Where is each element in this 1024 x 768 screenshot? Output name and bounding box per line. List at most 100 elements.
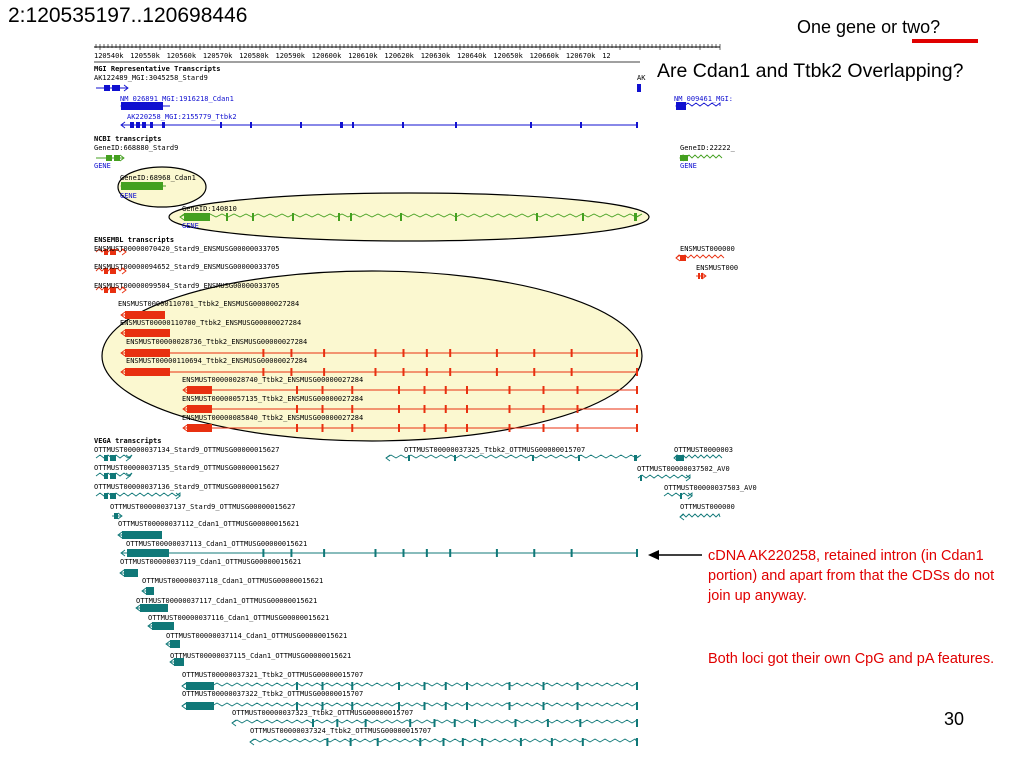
section-header-ensembl: ENSEMBL transcripts [94,236,175,244]
exon [495,549,498,557]
exon [110,268,116,274]
ruler-label: 120650k [493,52,523,60]
exon [636,702,638,710]
exon [312,719,314,727]
exon [398,424,400,432]
exon [425,349,428,357]
exon [636,738,638,746]
vega-track-label: OTTMUST00000037113_Cdan1_OTTMUSG00000015… [126,540,308,548]
exon [576,424,579,432]
strand-arrow [120,121,126,129]
strand-arrow [679,154,685,162]
ncbi-gene-link: GENE [120,192,137,200]
exon [292,213,294,221]
exon [374,349,377,357]
exon [530,122,532,128]
vega-track-label: OTTMUST00000037323_Ttbk2_OTTMUSG00000015… [232,709,414,717]
exon [455,122,457,128]
exon [578,455,580,461]
exon [402,349,405,357]
section-header-vega: VEGA transcripts [94,437,162,445]
exon [495,349,498,357]
exon [576,682,579,690]
mgi-right-exon [637,84,641,92]
strand-arrow [125,472,131,480]
exon [449,349,452,357]
exon [110,287,116,293]
intron-line [663,492,693,497]
strand-arrow [687,492,693,500]
strand-arrow [249,738,255,746]
ruler-label: 120590k [275,52,306,60]
intron-line [95,492,181,497]
strand-arrow [120,182,126,190]
question-overlapping: Are Cdan1 and Ttbk2 Overlapping? [657,60,964,82]
strand-arrow [181,682,187,690]
ensembl-track-label: ENSMUST00000110700_Ttbk2_ENSMUSG00000027… [120,319,302,327]
exon [532,455,534,461]
strand-arrow [141,587,147,595]
exon [110,249,116,255]
strand-arrow [120,368,126,376]
ncbi-track-label: GeneID:668880_Stard9 [94,144,179,152]
exon [220,122,222,128]
exon [570,368,573,376]
exon [636,368,638,376]
strand-arrow [231,719,237,727]
exon [676,102,686,110]
ensembl-track-label: ENSMUST00000110701_Ttbk2_ENSMUSG00000027… [118,300,300,308]
exon [481,738,484,746]
exon [106,155,112,161]
exon [680,493,682,499]
exon [423,702,426,710]
exon [519,738,522,746]
exon [290,349,293,357]
exon [130,122,134,128]
exon [542,386,545,394]
ruler-label: 120660k [529,52,560,60]
exon [542,702,545,710]
ensembl-track-label: ENSMUST00000085840_Ttbk2_ENSMUSG00000027… [182,414,364,422]
ensembl-track-label: ENSMUST00000028740_Ttbk2_ENSMUSG00000027… [182,376,364,384]
ensembl-right-label: ENSMUST000000 [680,245,735,253]
exon [455,213,457,221]
exon [350,213,352,221]
strand-arrow [675,254,681,262]
exon [580,122,582,128]
exon [576,405,579,413]
vega-right-label: OTTMUST0000003 [674,446,734,454]
exon [402,549,405,557]
exon [542,682,545,690]
exon [351,702,354,710]
exon [423,405,426,413]
section-header-ncbi: NCBI transcripts [94,135,162,143]
exon [296,424,298,432]
ruler-label: 120670k [565,52,596,60]
exon [425,549,428,557]
exon [680,255,686,261]
vega-track-label: OTTMUST00000037321_Ttbk2_OTTMUSG00000015… [182,671,364,679]
exon [402,368,405,376]
vega-right-label: OTTMUST00000037503_AV0 [664,484,757,492]
exon [546,719,549,727]
exon [408,455,410,461]
exon [466,424,468,432]
exon [514,719,517,727]
question-one-gene-or-two: One gene or two? [797,17,941,37]
exon [104,287,108,293]
exon [300,122,302,128]
strand-arrow [679,513,685,521]
exon [442,738,445,746]
ensembl-track-label: ENSMUST00000094652_Stard9_ENSMUSG0000003… [94,263,280,271]
exon [376,738,379,746]
exon [336,719,339,727]
ruler-label: 120610k [348,52,378,60]
exon [398,386,400,394]
intron-line [181,702,638,707]
exon [636,719,638,727]
exon [423,386,426,394]
exon [423,682,426,690]
ruler-label: 120580k [239,52,269,60]
exon [326,738,329,746]
